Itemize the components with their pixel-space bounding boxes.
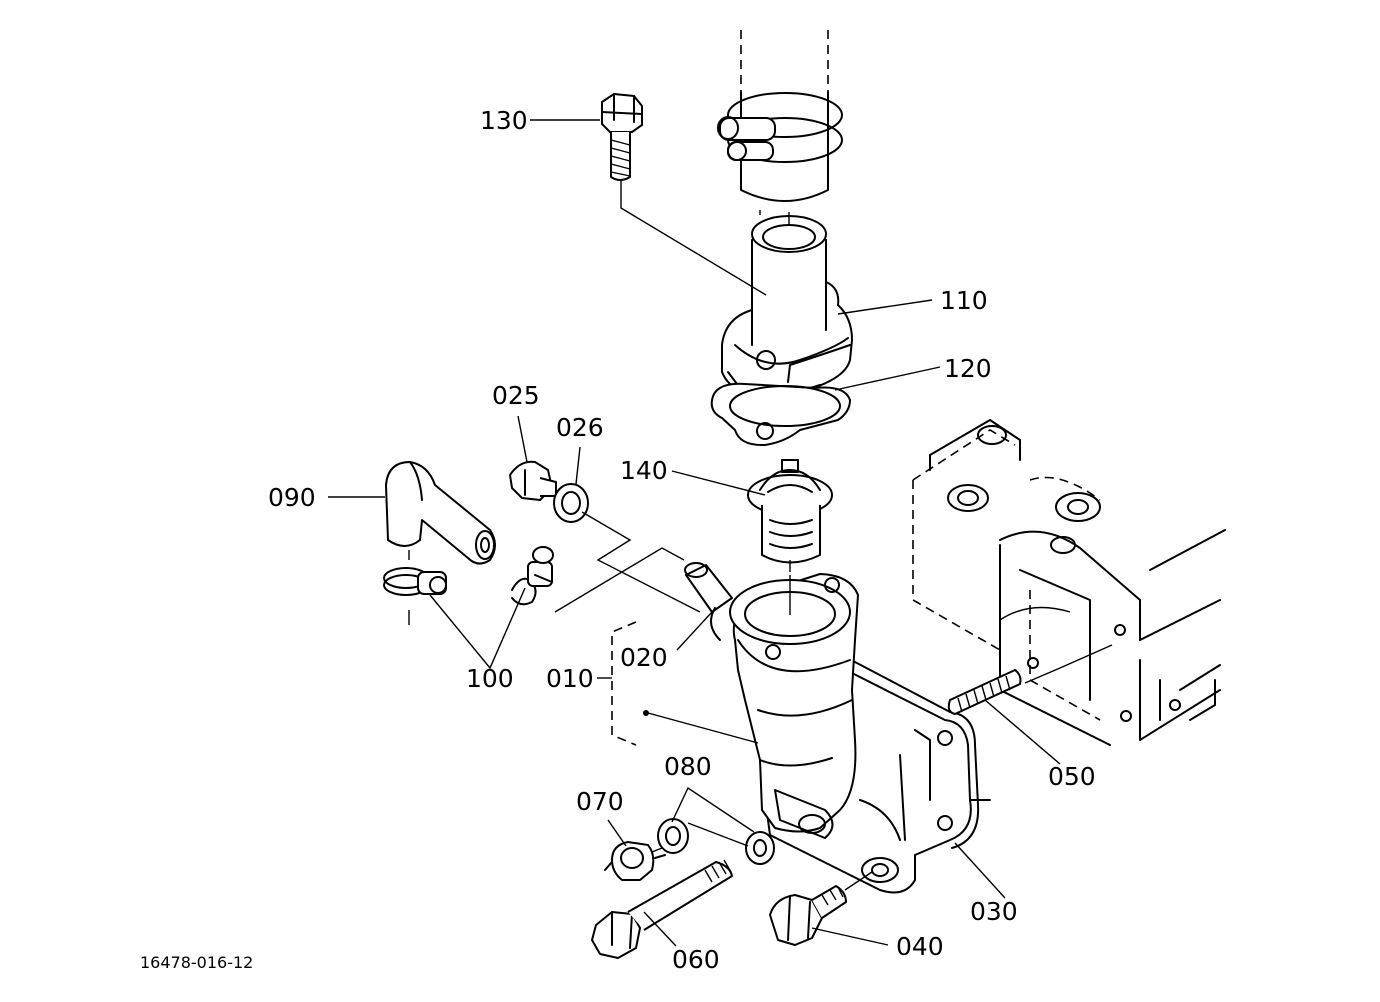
thermostat-140: [747, 459, 833, 564]
label-130: 130: [480, 106, 528, 135]
washer-026: [553, 483, 589, 523]
label-080: 080: [664, 752, 712, 781]
upper-hose: [740, 30, 829, 215]
leader-lines: [328, 119, 1113, 947]
label-010: 010: [546, 664, 594, 693]
hose-clamp-upper: [717, 92, 843, 163]
label-026: 026: [556, 413, 604, 442]
label-070: 070: [576, 787, 624, 816]
hose-090: [385, 461, 496, 565]
label-030: 030: [970, 897, 1018, 926]
label-090: 090: [268, 483, 316, 512]
label-020: 020: [620, 643, 668, 672]
label-040: 040: [896, 932, 944, 961]
gasket-120: [710, 382, 851, 447]
hose-clamp-100-right: [511, 546, 554, 606]
spring-washer-080-b: [745, 831, 775, 865]
label-050: 050: [1048, 762, 1096, 791]
hose-clamp-100-left: [383, 550, 447, 625]
thermostat-housing-010: [684, 562, 991, 894]
label-140: 140: [620, 456, 668, 485]
engine-block: [912, 419, 1226, 746]
label-025: 025: [492, 381, 540, 410]
stud-050: [947, 667, 1061, 715]
part-labels: 130 110 120 025 026 140 090 020 010 100 …: [140, 106, 1096, 974]
label-100: 100: [466, 664, 514, 693]
bolt-130: [601, 93, 643, 181]
drawing-code: 16478-016-12: [140, 953, 253, 972]
bolt-060: [591, 859, 733, 959]
thermostat-cover-110: [721, 215, 853, 399]
label-060: 060: [672, 945, 720, 974]
bolt-040: [769, 885, 847, 946]
label-120: 120: [944, 354, 992, 383]
label-110: 110: [940, 286, 988, 315]
spring-washer-080-a: [657, 818, 689, 854]
plug-025: [509, 460, 557, 501]
nut-070: [604, 841, 666, 881]
